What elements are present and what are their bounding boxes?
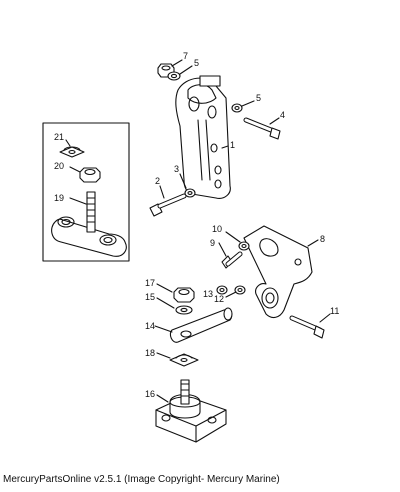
callout-10: 10 xyxy=(212,224,222,234)
bolt-2 xyxy=(149,193,187,217)
lower-mount-bracket-8 xyxy=(243,225,313,319)
callout-19: 19 xyxy=(54,193,64,203)
washer-10 xyxy=(238,241,250,251)
shaft-14 xyxy=(169,307,233,343)
callout-7: 7 xyxy=(183,51,188,61)
wing-nut-21 xyxy=(59,146,85,158)
callout-3: 3 xyxy=(174,164,179,174)
bolt-4 xyxy=(243,117,281,140)
callout-17: 17 xyxy=(145,278,155,288)
nut-17 xyxy=(173,287,195,303)
washer-13 xyxy=(216,285,228,295)
washer-5 xyxy=(231,103,243,113)
callout-15: 15 xyxy=(145,292,155,302)
washer-6 xyxy=(167,71,181,81)
callout-20: 20 xyxy=(54,161,64,171)
callout-1: 1 xyxy=(230,140,235,150)
callout-5a: 5 xyxy=(194,58,199,68)
callout-16: 16 xyxy=(145,389,155,399)
wing-nut-18 xyxy=(169,353,199,367)
callout-12: 12 xyxy=(214,294,224,304)
upper-mount-bracket-1 xyxy=(175,75,231,199)
callout-14: 14 xyxy=(145,321,155,331)
nut-20 xyxy=(79,167,101,183)
washer-3 xyxy=(184,188,196,198)
washer-15 xyxy=(175,305,193,315)
callout-4: 4 xyxy=(280,110,285,120)
callout-2: 2 xyxy=(155,176,160,186)
callout-13: 13 xyxy=(203,289,213,299)
copyright-caption: MercuryPartsOnline v2.5.1 (Image Copyrig… xyxy=(3,474,280,485)
callout-8: 8 xyxy=(320,234,325,244)
lower-mount-16 xyxy=(155,379,227,443)
link-19 xyxy=(51,191,127,257)
callout-21: 21 xyxy=(54,132,64,142)
callout-9: 9 xyxy=(210,238,215,248)
callout-11: 11 xyxy=(330,306,339,316)
bolt-11 xyxy=(289,315,325,339)
bolt-9 xyxy=(221,251,243,269)
washer-12 xyxy=(234,285,246,295)
callout-5b: 5 xyxy=(256,93,261,103)
callout-18: 18 xyxy=(145,348,155,358)
